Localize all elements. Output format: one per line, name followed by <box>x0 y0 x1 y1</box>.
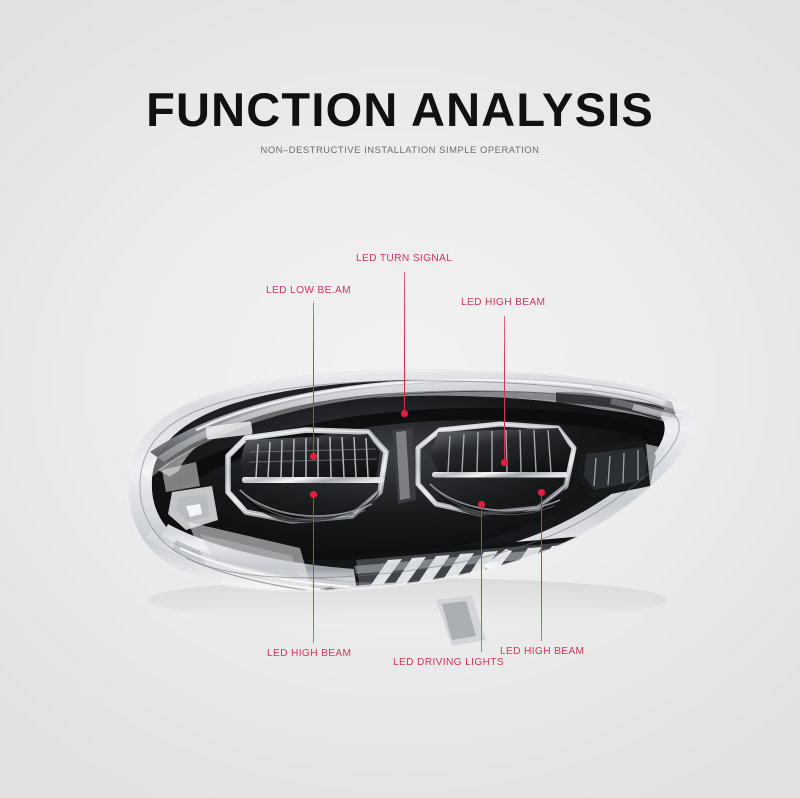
page-title: FUNCTION ANALYSIS <box>146 83 654 136</box>
leader-line-led-high-beam-bottom-right <box>541 492 542 641</box>
leader-dot-led-high-beam-bottom-right <box>537 488 545 496</box>
callout-label-led-driving-lights: LED DRIVING LIGHTS <box>393 657 505 668</box>
leader-dot-led-driving-lights <box>477 500 485 508</box>
leader-line-led-high-beam-bottom-left <box>313 494 314 643</box>
leader-dot-led-low-beam <box>309 452 317 460</box>
leader-dot-led-high-beam-bottom-left <box>309 490 317 498</box>
leader-line-led-high-beam-top <box>504 316 505 462</box>
leader-line-led-turn-signal <box>404 272 405 413</box>
leader-line-led-driving-lights <box>481 504 482 652</box>
leader-dot-led-high-beam-top <box>500 458 508 466</box>
leader-line-led-low-beam <box>313 303 314 456</box>
callout-label-led-high-beam-bottom-right: LED HIGH BEAM <box>500 646 585 657</box>
callout-label-led-turn-signal: LED TURN SIGNAL <box>356 253 453 264</box>
callout-label-led-high-beam-bottom-left: LED HIGH BEAM <box>267 648 352 659</box>
page-subtitle: NON–DESTRUCTIVE INSTALLATION SIMPLE OPER… <box>260 144 540 155</box>
callout-label-led-high-beam-top: LED HIGH BEAM <box>461 297 546 308</box>
leader-dot-led-turn-signal <box>400 409 408 417</box>
callout-label-led-low-beam: LED LOW BE.AM <box>266 285 351 296</box>
